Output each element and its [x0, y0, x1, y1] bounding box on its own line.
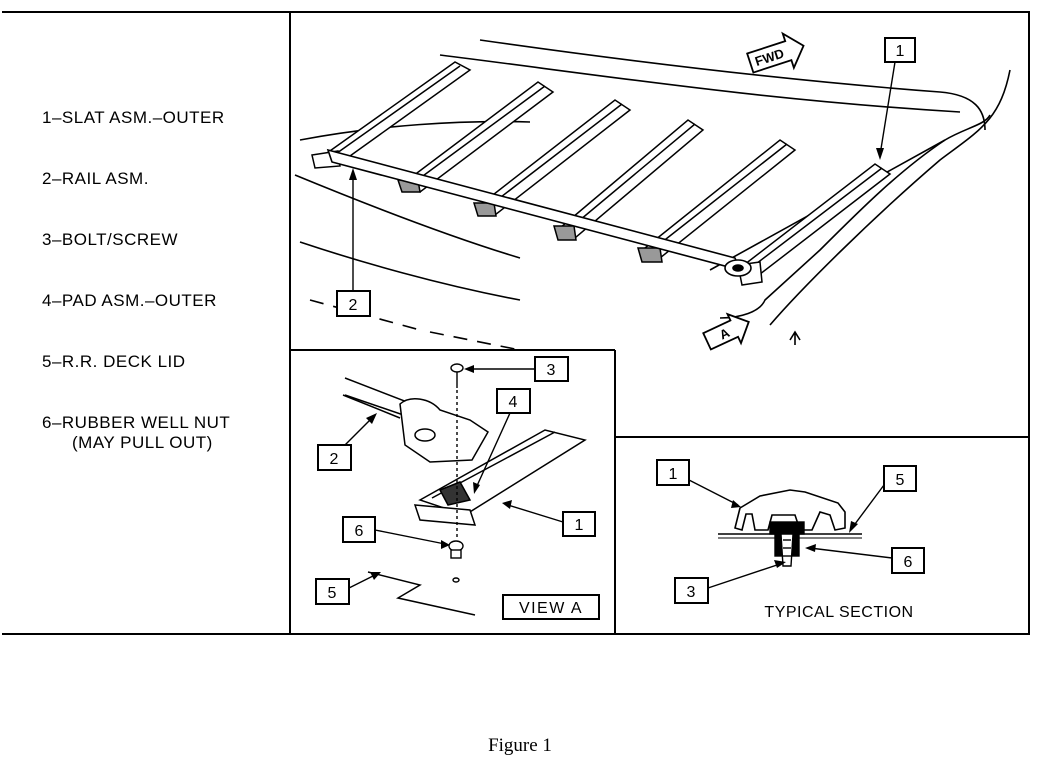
va-callout-3-label: 3 — [547, 362, 556, 379]
view-a-title-box: VIEW A — [502, 594, 600, 620]
ts-callout-5: 5 — [849, 465, 917, 533]
panel-borders — [2, 11, 1030, 635]
ts-callout-5-label: 5 — [896, 472, 905, 489]
legend-item-6-text: 6–RUBBER WELL NUT — [42, 413, 231, 432]
va-callout-4: 4 — [473, 388, 531, 494]
va-callout-4-label: 4 — [509, 394, 518, 411]
legend-item-1: 1–SLAT ASM.–OUTER — [42, 108, 282, 169]
main-callout-1-label: 1 — [896, 43, 905, 60]
deck-lid-edge — [367, 571, 476, 616]
main-callout-2: 2 — [336, 168, 371, 317]
legend-item-5: 5–R.R. DECK LID — [42, 352, 282, 413]
va-callout-1-label: 1 — [575, 517, 584, 534]
typical-section: 1 5 6 3 TYPICAL SECTION — [656, 459, 925, 621]
va-callout-3: 3 — [464, 356, 569, 382]
legend-item-6: 6–RUBBER WELL NUT (MAY PULL OUT) — [42, 413, 282, 474]
view-a: 3 4 2 1 6 5 — [315, 356, 600, 620]
fwd-arrow-icon: FWD — [746, 31, 805, 74]
slat-4 — [553, 119, 705, 241]
ts-callout-6: 6 — [805, 544, 925, 574]
legend-item-4-text: 4–PAD ASM.–OUTER — [42, 291, 217, 310]
legend-item-2: 2–RAIL ASM. — [42, 169, 282, 230]
va-callout-6: 6 — [342, 516, 450, 549]
slat-5 — [637, 139, 797, 263]
legend-item-2-text: 2–RAIL ASM. — [42, 169, 149, 188]
section-slat-profile — [734, 489, 846, 531]
view-a-arrow-icon: A — [702, 312, 750, 351]
va-callout-2-label: 2 — [330, 451, 339, 468]
slat-3 — [472, 99, 632, 217]
main-callout-1: 1 — [876, 37, 916, 160]
parts-legend: 1–SLAT ASM.–OUTER 2–RAIL ASM. 3–BOLT/SCR… — [42, 108, 282, 474]
ts-callout-3: 3 — [674, 560, 786, 604]
legend-item-1-text: 1–SLAT ASM.–OUTER — [42, 108, 225, 127]
legend-item-3: 3–BOLT/SCREW — [42, 230, 282, 291]
legend-item-3-text: 3–BOLT/SCREW — [42, 230, 179, 249]
slats — [311, 61, 892, 286]
main-view: FWD A — [294, 31, 1011, 351]
rail-assembly — [326, 148, 752, 277]
view-a-title: VIEW A — [519, 600, 583, 617]
va-callout-2: 2 — [317, 413, 377, 471]
ts-callout-3-label: 3 — [687, 584, 696, 601]
figure-caption: Figure 1 — [488, 735, 552, 756]
ts-callout-1-label: 1 — [669, 466, 678, 483]
bolt-icon — [450, 363, 464, 540]
legend-item-4: 4–PAD ASM.–OUTER — [42, 291, 282, 352]
ts-callout-6-label: 6 — [904, 554, 913, 571]
slat-6 — [737, 163, 892, 286]
main-callout-2-label: 2 — [349, 297, 358, 314]
view-a-rail — [342, 377, 489, 463]
va-callout-5: 5 — [315, 572, 381, 605]
legend-item-6-subtext: (MAY PULL OUT) — [72, 433, 213, 452]
ts-callout-1: 1 — [656, 459, 741, 508]
well-nut-icon — [448, 540, 464, 583]
va-callout-5-label: 5 — [328, 585, 337, 602]
section-bolt-icon — [769, 521, 805, 567]
slat-2 — [396, 81, 555, 193]
va-callout-1: 1 — [502, 500, 596, 537]
legend-item-5-text: 5–R.R. DECK LID — [42, 352, 186, 371]
section-title: TYPICAL SECTION — [764, 604, 913, 621]
deck-lid-outline — [294, 39, 1011, 351]
view-a-slat — [413, 429, 587, 526]
va-callout-6-label: 6 — [355, 523, 364, 540]
